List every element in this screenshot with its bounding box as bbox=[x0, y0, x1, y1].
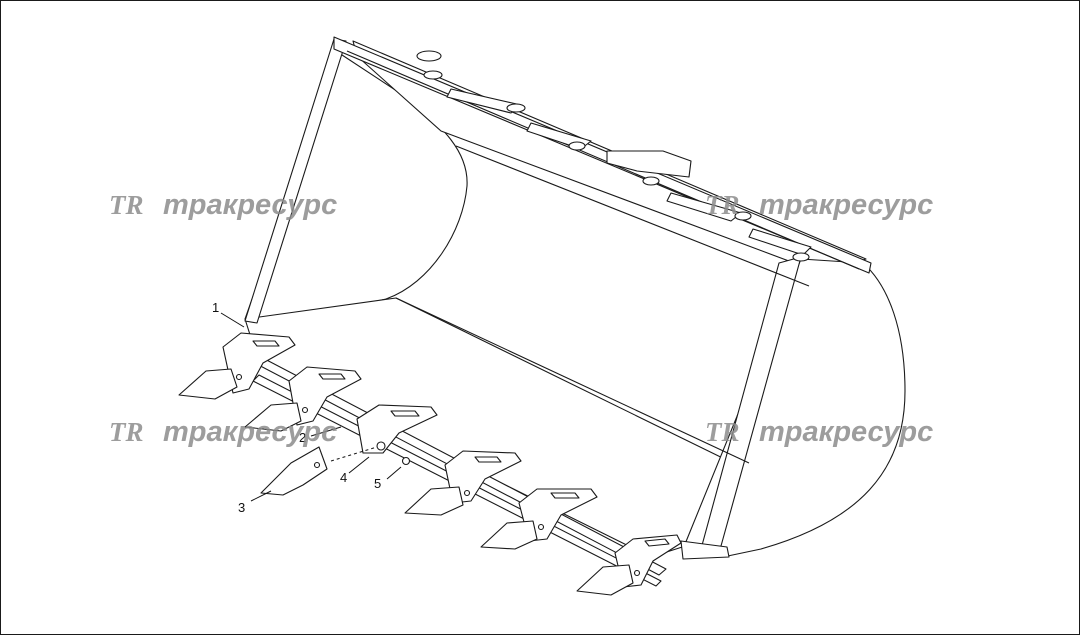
callout-5: 5 bbox=[374, 476, 381, 491]
callout-1: 1 bbox=[212, 300, 219, 315]
pin-retainer-5 bbox=[401, 456, 411, 466]
tooth-2 bbox=[244, 366, 362, 432]
adapter-pin-hole bbox=[376, 441, 386, 451]
tip bbox=[576, 564, 634, 596]
watermark-brand: тракресурс bbox=[759, 416, 933, 448]
watermark-brand: тракресурс bbox=[163, 189, 337, 221]
watermark-top-right: TR тракресурс bbox=[705, 189, 933, 221]
callout-4: 4 bbox=[340, 470, 347, 485]
tooth-5 bbox=[480, 488, 598, 550]
top-rail-center-block bbox=[606, 150, 692, 178]
watermark-brand: тракресурс bbox=[163, 416, 337, 448]
watermark-top-left: TR тракресурс bbox=[109, 189, 337, 221]
right-corner-guard bbox=[680, 540, 730, 560]
tip bbox=[244, 402, 302, 432]
callout-2: 2 bbox=[299, 430, 306, 445]
watermark-bottom-right: TR тракресурс bbox=[705, 416, 933, 448]
adapter bbox=[356, 404, 438, 454]
tooth-tip-3 bbox=[260, 446, 328, 496]
tooth-3-exploded bbox=[260, 404, 438, 496]
callout-labels: 1 2 3 4 5 bbox=[212, 300, 381, 515]
tooth-1 bbox=[178, 332, 296, 400]
tooth-6 bbox=[576, 534, 682, 596]
watermark-logo: TR bbox=[109, 417, 144, 447]
watermark-logo: TR bbox=[705, 417, 740, 447]
watermark-brand: тракресурс bbox=[759, 189, 933, 221]
watermark-logo: TR bbox=[705, 190, 740, 220]
watermark-bottom-left: TR тракресурс bbox=[109, 416, 337, 448]
tooth-4 bbox=[404, 450, 522, 516]
tip bbox=[404, 486, 464, 516]
leader-lines bbox=[220, 312, 402, 502]
watermark-logo: TR bbox=[109, 190, 144, 220]
callout-3: 3 bbox=[238, 500, 245, 515]
tip bbox=[178, 368, 238, 400]
tip bbox=[480, 520, 538, 550]
top-rail bbox=[333, 36, 872, 274]
